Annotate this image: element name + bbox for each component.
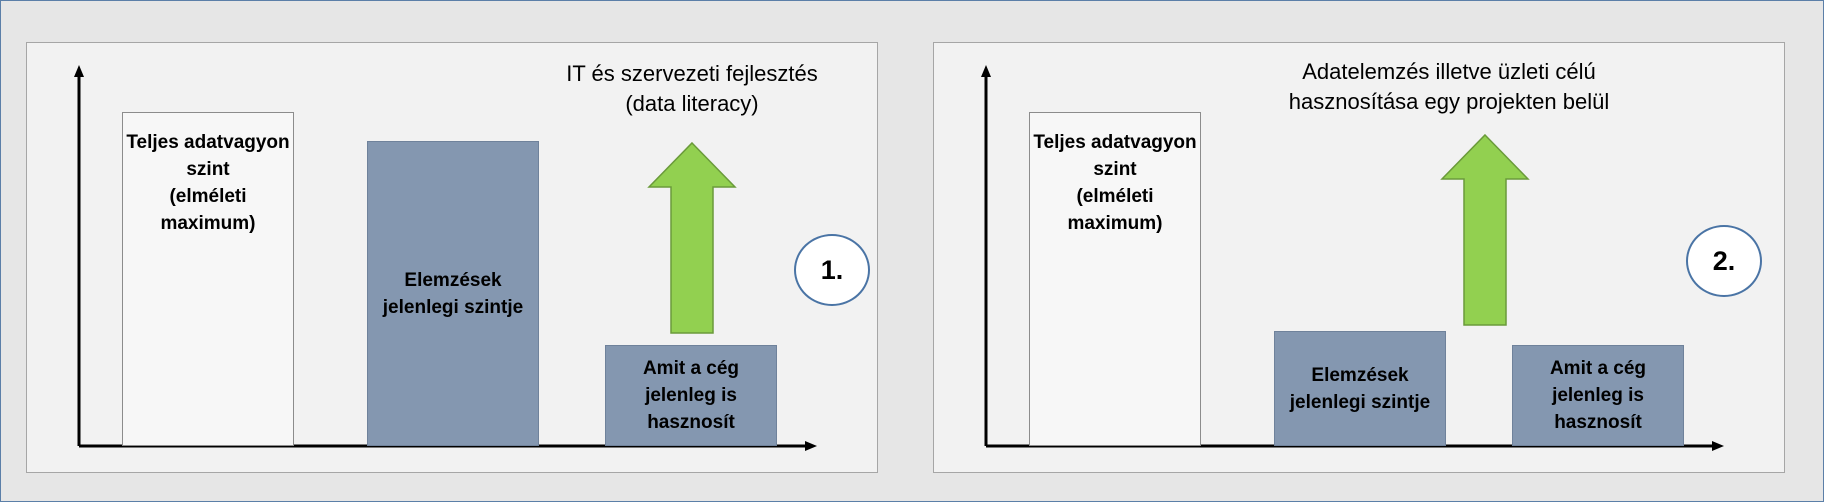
step-number-badge: 2. [1686, 225, 1762, 297]
step-number-badge: 1. [794, 234, 870, 306]
currently-used-label: Amit a cég jelenleg is hasznosít [642, 358, 740, 433]
current-analysis-level-label: Elemzések jelenlegi szintje [1289, 364, 1431, 413]
current-analysis-level-label: Elemzések jelenlegi szintje [382, 269, 524, 318]
up-arrow-icon [1440, 133, 1530, 326]
axes [74, 65, 817, 451]
panel-caption: IT és szervezeti fejlesztés (data litera… [566, 61, 818, 116]
up-arrow-icon [647, 141, 737, 334]
panel-caption: Adatelemzés illetve üzleti célú hasznosí… [1288, 59, 1610, 114]
full-data-level-label: Teljes adatvagyon szint (elméleti maximu… [1033, 132, 1197, 234]
axes [981, 65, 1724, 451]
full-data-level-bar: Teljes adatvagyon szint (elméleti maximu… [1029, 112, 1201, 446]
full-data-level-bar: Teljes adatvagyon szint (elméleti maximu… [122, 112, 294, 446]
current-analysis-level-bar: Elemzések jelenlegi szintje [1274, 331, 1446, 446]
currently-used-label: Amit a cég jelenleg is hasznosít [1549, 358, 1647, 433]
diagram-panel-2: Teljes adatvagyon szint (elméleti maximu… [933, 42, 1785, 473]
currently-used-bar: Amit a cég jelenleg is hasznosít [1512, 345, 1684, 446]
full-data-level-label: Teljes adatvagyon szint (elméleti maximu… [126, 132, 290, 234]
diagram-panel-1: Teljes adatvagyon szint (elméleti maximu… [26, 42, 878, 473]
currently-used-bar: Amit a cég jelenleg is hasznosít [605, 345, 777, 446]
current-analysis-level-bar: Elemzések jelenlegi szintje [367, 141, 539, 446]
